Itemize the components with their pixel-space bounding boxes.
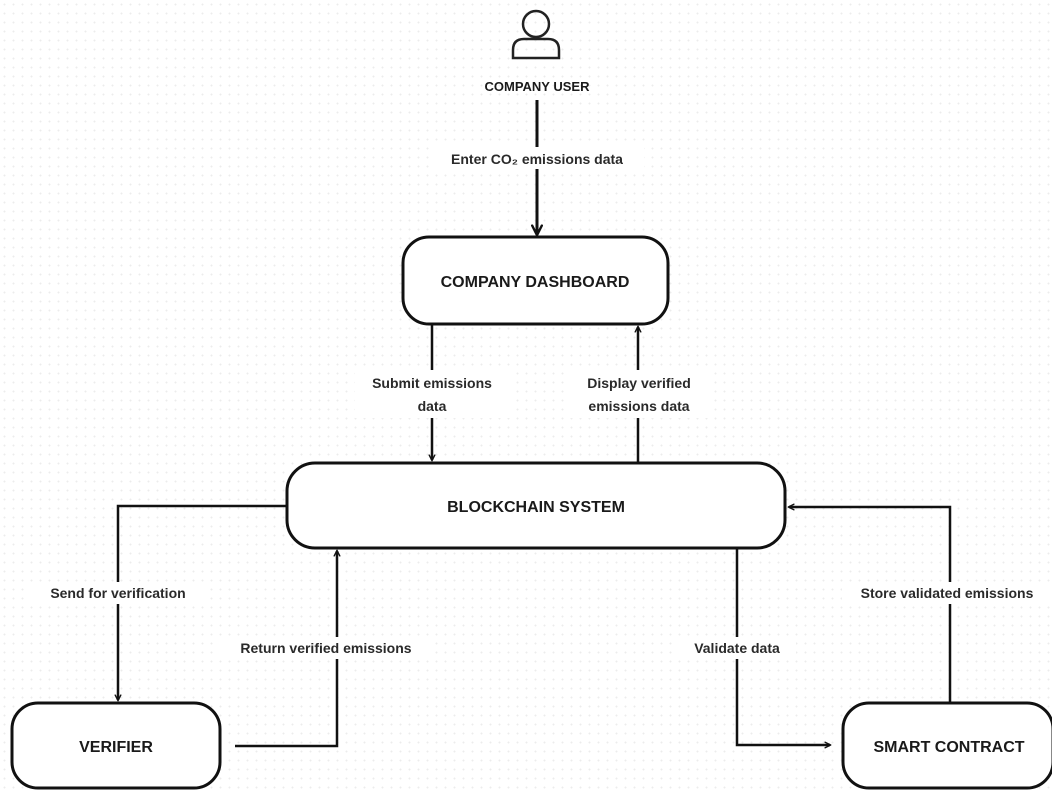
edge-send-verification: Send for verification <box>30 504 287 702</box>
edge-display-label-line1: Display verified <box>587 375 691 391</box>
verifier-node: VERIFIER <box>10 701 222 790</box>
edge-return-verified-label: Return verified emissions <box>240 640 411 656</box>
verifier-box <box>10 701 222 790</box>
edge-enter-data-label: Enter CO₂ emissions data <box>451 151 623 167</box>
smart-contract-box <box>841 701 1052 790</box>
company-user-label: COMPANY USER <box>485 79 591 94</box>
edge-store-line <box>787 503 952 703</box>
edge-store: Store validated emissions <box>787 503 1052 703</box>
company-dashboard-box <box>401 235 670 326</box>
edge-validate: Validate data <box>678 548 832 749</box>
edge-validate-label-bg <box>678 637 796 659</box>
blockchain-system-node: BLOCKCHAIN SYSTEM <box>285 461 787 550</box>
edge-submit-label-bg <box>355 370 510 418</box>
edge-enter-data-label-bg <box>432 147 644 169</box>
company-dashboard-node: COMPANY DASHBOARD <box>401 235 670 326</box>
edge-display-label-bg <box>568 370 710 418</box>
edge-return-verified-label-bg <box>218 637 434 659</box>
smart-contract-node: SMART CONTRACT <box>841 701 1052 790</box>
edge-store-label-bg <box>842 582 1052 604</box>
user-icon <box>511 9 561 60</box>
edge-display-label-line2: emissions data <box>588 398 689 414</box>
edge-submit: Submit emissions data <box>355 325 510 462</box>
edge-display: Display verified emissions data <box>568 325 710 462</box>
company-dashboard-label: COMPANY DASHBOARD <box>441 274 630 291</box>
blockchain-system-label: BLOCKCHAIN SYSTEM <box>447 499 625 516</box>
edge-return-verified: Return verified emissions <box>218 549 434 748</box>
edge-enter-data: Enter CO₂ emissions data <box>432 100 644 237</box>
edge-validate-label: Validate data <box>694 640 780 656</box>
edge-return-verified-line <box>235 549 341 748</box>
company-user-actor: COMPANY USER <box>485 9 591 94</box>
edge-store-label: Store validated emissions <box>861 585 1034 601</box>
smart-contract-label: SMART CONTRACT <box>873 739 1024 756</box>
edge-send-verification-line <box>114 504 287 702</box>
edge-send-verification-label-bg <box>30 582 206 604</box>
edge-submit-label-line2: data <box>418 398 447 414</box>
verifier-label: VERIFIER <box>79 739 153 756</box>
edge-submit-label-line1: Submit emissions <box>372 375 492 391</box>
edge-validate-line <box>735 548 832 749</box>
edge-send-verification-label: Send for verification <box>50 585 185 601</box>
